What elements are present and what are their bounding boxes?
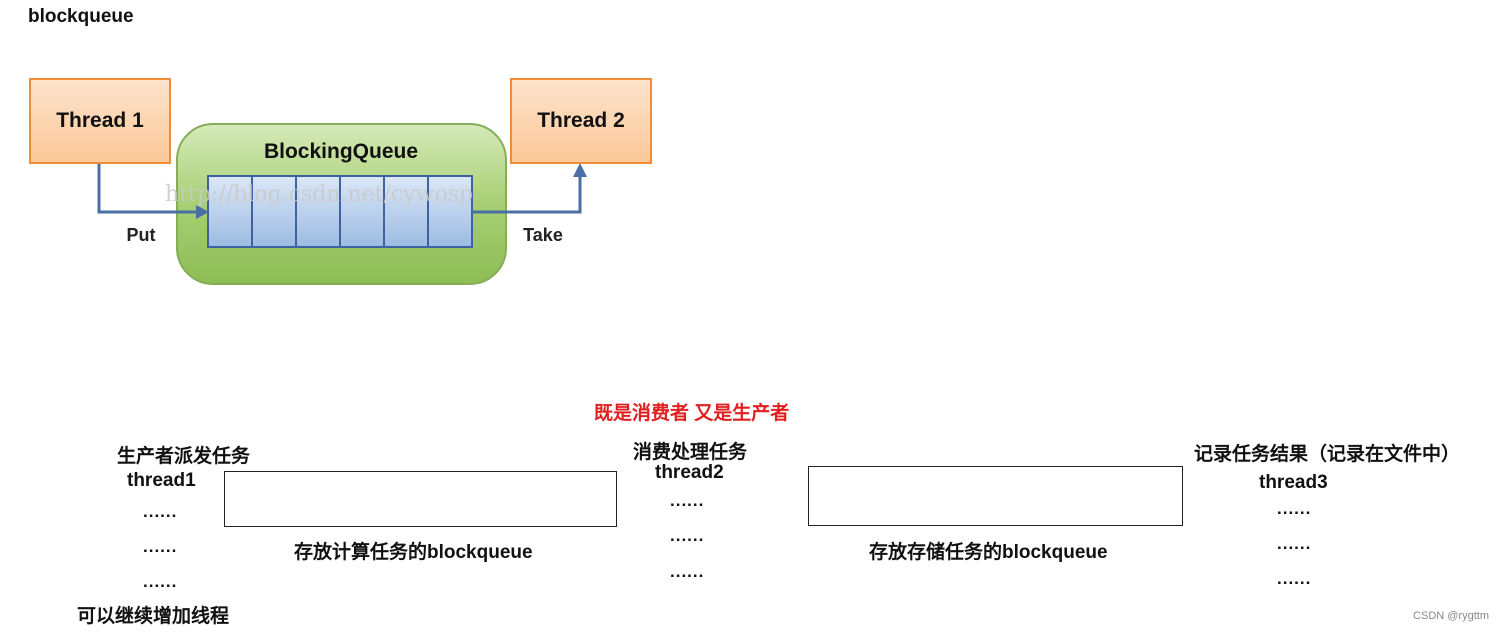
storage-queue-label: 存放存储任务的blockqueue: [869, 542, 1108, 563]
producer-ellipsis-2: ......: [143, 537, 178, 556]
recorder-ellipsis-2: ......: [1277, 534, 1312, 553]
put-arrow: [97, 164, 200, 214]
producer-ellipsis-1: ......: [143, 502, 178, 521]
consumer-thread-label: thread2: [655, 462, 724, 483]
compute-queue-label: 存放计算任务的blockqueue: [294, 542, 533, 563]
recorder-ellipsis-3: ......: [1277, 569, 1312, 588]
queue-slot: [427, 175, 473, 248]
consumer-ellipsis-3: ......: [670, 562, 705, 581]
put-arrowhead-icon: [196, 205, 209, 219]
credit-text: CSDN @rygttm: [1413, 610, 1489, 622]
storage-queue-box: [808, 466, 1183, 526]
queue-label: BlockingQueue: [264, 140, 418, 163]
page-title: blockqueue: [28, 6, 134, 27]
recorder-thread-label: thread3: [1259, 472, 1328, 493]
thread2-box: [510, 78, 652, 164]
producer-title: 生产者派发任务: [117, 446, 251, 467]
compute-queue-box: [224, 471, 617, 527]
recorder-title: 记录任务结果（记录在文件中）: [1194, 444, 1461, 465]
queue-slots: [207, 175, 473, 248]
queue-slot: [207, 175, 253, 248]
thread1-label: Thread 1: [56, 109, 144, 132]
thread2-label: Thread 2: [537, 109, 625, 132]
take-arrowhead-icon: [573, 163, 587, 177]
queue-slot: [383, 175, 429, 248]
producer-ellipsis-3: ......: [143, 572, 178, 591]
take-arrow: [472, 175, 582, 214]
put-label: Put: [127, 225, 156, 245]
producer-thread-label: thread1: [127, 470, 196, 491]
producer-more-note: 可以继续增加线程: [77, 606, 230, 627]
take-label: Take: [523, 225, 563, 245]
recorder-ellipsis-1: ......: [1277, 499, 1312, 518]
consumer-title: 消费处理任务: [633, 442, 748, 463]
dual-role-note: 既是消费者 又是生产者: [594, 403, 790, 424]
consumer-ellipsis-2: ......: [670, 526, 705, 545]
consumer-ellipsis-1: ......: [670, 491, 705, 510]
queue-slot: [295, 175, 341, 248]
thread1-box: [29, 78, 171, 164]
blocking-queue-diagram: BlockingQueue http://blog.csdn.net/cywos…: [29, 78, 652, 285]
queue-slot: [339, 175, 385, 248]
watermark-text: http://blog.csdn.net/cywosp: [165, 182, 473, 207]
